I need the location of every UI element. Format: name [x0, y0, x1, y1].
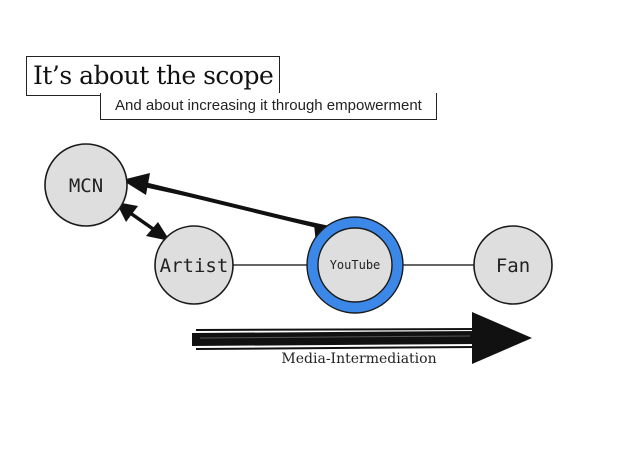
node-fan: Fan: [473, 225, 553, 305]
node-mcn-label: MCN: [69, 175, 103, 197]
node-youtube-label: YouTube: [330, 258, 381, 272]
media-intermediation-arrow: [192, 312, 532, 364]
node-mcn: MCN: [44, 143, 128, 227]
node-youtube: YouTube: [306, 216, 404, 314]
arrow-mcn-youtube: [122, 173, 342, 244]
arrow-mcn-artist: [116, 202, 170, 241]
slide-subtitle: And about increasing it through empowerm…: [100, 93, 437, 120]
arrow-caption: Media-Intermediation: [281, 351, 436, 367]
node-artist-label: Artist: [160, 255, 229, 277]
slide-title: It’s about the scope: [26, 56, 281, 96]
node-fan-label: Fan: [496, 255, 530, 277]
node-artist: Artist: [154, 225, 234, 305]
